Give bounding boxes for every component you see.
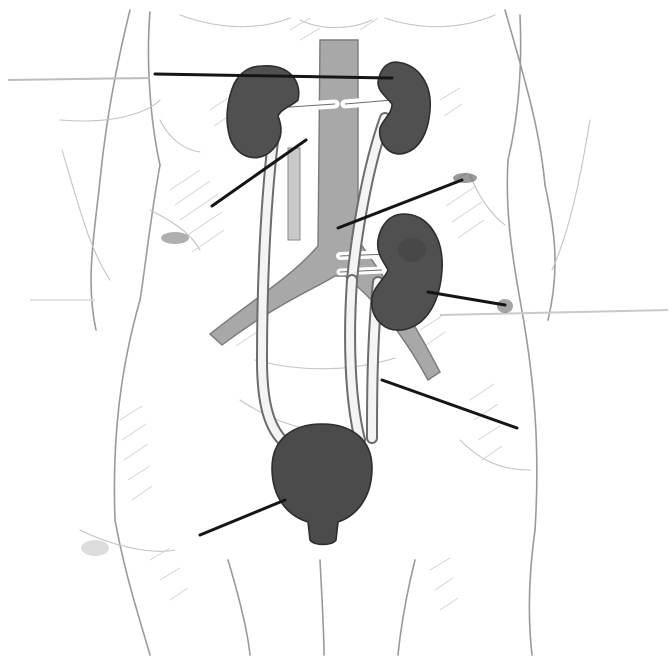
urinary-system-diagram (0, 0, 670, 657)
